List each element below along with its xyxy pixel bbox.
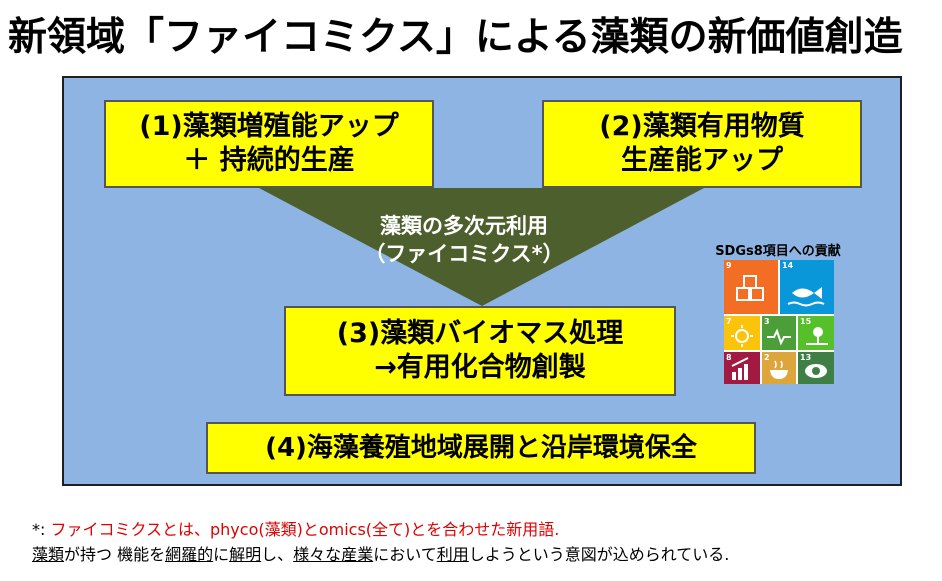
footnote-word: 様々な bbox=[293, 544, 342, 564]
box-biomass-processing: (3)藻類バイオマス処理 →有用化合物創製 bbox=[284, 306, 676, 396]
footnote-text: しようという意図が込められている. bbox=[468, 544, 730, 564]
sdg-2-zero-hunger-icon: 2 bbox=[762, 352, 796, 384]
footnote-word: 藻類 bbox=[32, 544, 65, 564]
footnote-word: 利用 bbox=[436, 544, 469, 564]
sdgs-icon-grid: 9 14 7 3 15 8 2 13 bbox=[724, 260, 834, 384]
sdg-13-climate-action-icon: 13 bbox=[798, 352, 834, 384]
footnote-line2: 藻類が持つ 機能を網羅的に解明し、様々な産業において利用しようという意図が込めら… bbox=[32, 543, 729, 568]
box-biomass-processing-line2: →有用化合物創製 bbox=[374, 352, 586, 383]
box-algae-growth-line1: (1)藻類増殖能アップ bbox=[139, 111, 399, 143]
footnote-star: *: bbox=[32, 520, 46, 539]
box-algae-growth: (1)藻類増殖能アップ ＋ 持続的生産 bbox=[104, 100, 434, 188]
footnote-word: 産業 bbox=[341, 544, 374, 564]
box-seaweed-aquaculture-line1: (4)海藻養殖地域展開と沿岸環境保全 bbox=[265, 432, 697, 463]
sdg-9-industry-icon: 9 bbox=[724, 260, 778, 314]
sdg-15-life-on-land-icon: 15 bbox=[798, 316, 834, 350]
sdg-14-life-below-water-icon: 14 bbox=[780, 260, 834, 314]
box-useful-substances-line2: 生産能アップ bbox=[621, 145, 783, 176]
sdgs-title: SDGs8項目への貢献 bbox=[715, 244, 841, 259]
box-useful-substances-line1: (2)藻類有用物質 bbox=[599, 111, 805, 143]
center-label-line2: （ファイコミクス*） bbox=[364, 242, 564, 267]
box-useful-substances: (2)藻類有用物質 生産能アップ bbox=[542, 100, 862, 188]
footnote-text: し、 bbox=[261, 544, 294, 564]
box-seaweed-aquaculture: (4)海藻養殖地域展開と沿岸環境保全 bbox=[206, 422, 756, 474]
footnote: *: ファイコミクスとは、phyco(藻類)とomics(全て)とを合わせた新用… bbox=[32, 518, 729, 568]
footnote-definition: ファイコミクスとは、phyco(藻類)とomics(全て)とを合わせた新用語. bbox=[50, 520, 560, 539]
page-title: 新領域「ファイコミクス」による藻類の新価値創造 bbox=[8, 15, 903, 60]
sdg-7-energy-icon: 7 bbox=[724, 316, 760, 350]
footnote-word: 網羅的 bbox=[165, 544, 214, 564]
footnote-text: が持つ 機能を bbox=[64, 544, 166, 564]
footnote-text: に bbox=[213, 544, 230, 564]
center-label-line1: 藻類の多次元利用 bbox=[380, 214, 548, 238]
center-label: 藻類の多次元利用 （ファイコミクス*） bbox=[314, 212, 614, 269]
diagram-panel: (1)藻類増殖能アップ ＋ 持続的生産 (2)藻類有用物質 生産能アップ 藻類の… bbox=[62, 76, 902, 486]
footnote-line1: *: ファイコミクスとは、phyco(藻類)とomics(全て)とを合わせた新用… bbox=[32, 518, 729, 543]
box-algae-growth-line2: ＋ 持続的生産 bbox=[183, 145, 355, 176]
footnote-text: において bbox=[373, 544, 437, 564]
box-biomass-processing-line1: (3)藻類バイオマス処理 bbox=[336, 318, 624, 350]
central-triangle bbox=[259, 188, 704, 306]
sdg-3-health-icon: 3 bbox=[762, 316, 796, 350]
footnote-word: 解明 bbox=[229, 544, 262, 564]
sdg-8-economic-growth-icon: 8 bbox=[724, 352, 760, 384]
